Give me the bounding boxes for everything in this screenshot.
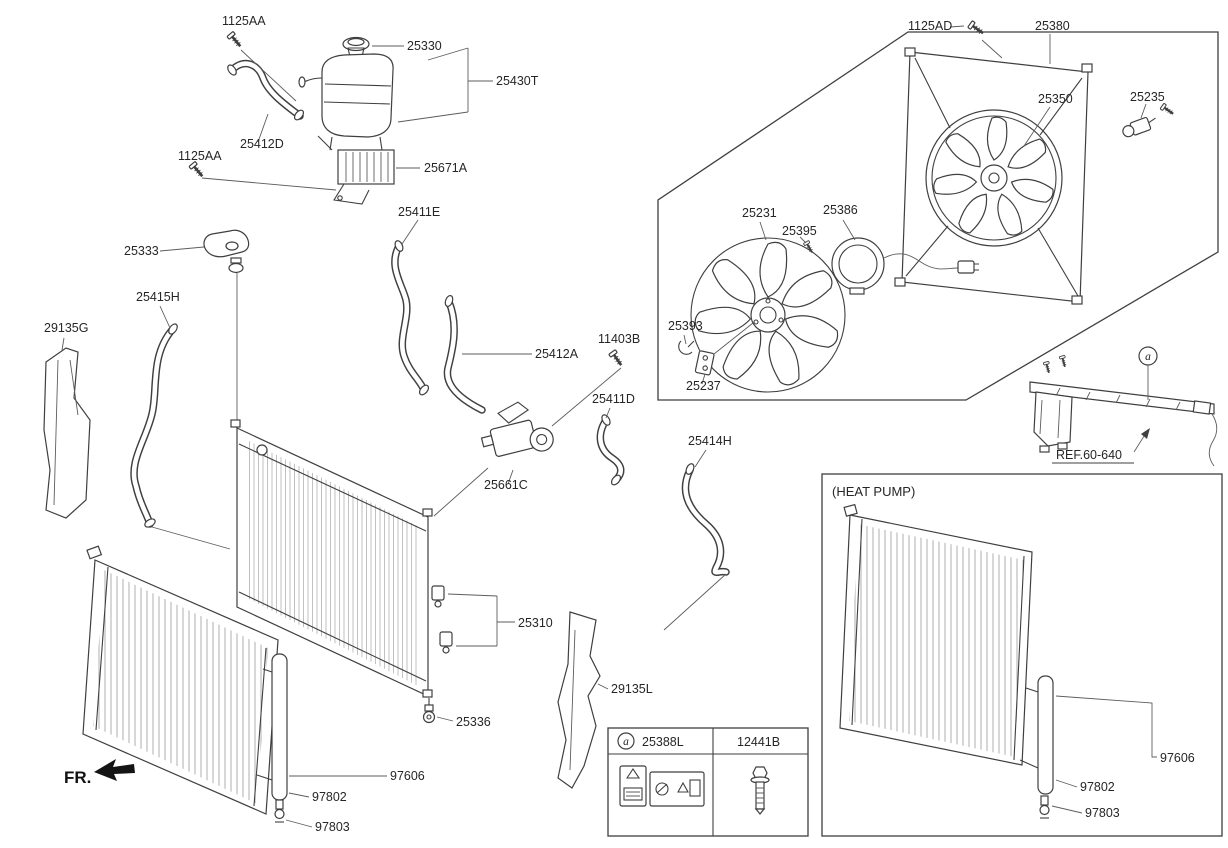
hp-receiver-drier-97802-drawing bbox=[1019, 675, 1054, 795]
part-label-25412D: 25412D bbox=[240, 137, 284, 151]
ref-60-640-text[interactable]: REF.60-640 bbox=[1056, 448, 1122, 462]
bolt-1125AA-second-icon bbox=[187, 160, 207, 181]
part-label-25430T: 25430T bbox=[496, 74, 539, 88]
reservoir-tank-assembly bbox=[298, 36, 394, 151]
hose-25412A-drawing bbox=[443, 295, 486, 414]
part-label-hp-97802: 97802 bbox=[1080, 780, 1115, 794]
part-label-25336: 25336 bbox=[456, 715, 491, 729]
flange-bolt-icon bbox=[750, 766, 770, 815]
leader-11403B bbox=[551, 367, 622, 427]
part-label-hp-97606: 97606 bbox=[1160, 751, 1195, 765]
table-col1-header: 25388L bbox=[642, 735, 684, 749]
part-label-25393: 25393 bbox=[668, 319, 703, 333]
bracket-25333-drawing bbox=[203, 229, 250, 426]
hose-25411D-drawing bbox=[596, 414, 625, 486]
heat-pump-label: (HEAT PUMP) bbox=[832, 484, 915, 499]
bolt-1125AD-icon bbox=[966, 19, 987, 38]
spec-label-icon bbox=[649, 771, 705, 807]
part-label-25411D: 25411D bbox=[592, 392, 635, 406]
part-label-25237: 25237 bbox=[686, 379, 721, 393]
hp-service-valve-97803-drawing bbox=[1039, 795, 1050, 819]
part-label-25411E: 25411E bbox=[398, 205, 440, 219]
fan-assembly-box bbox=[657, 31, 1219, 401]
part-label-25310: 25310 bbox=[518, 616, 553, 630]
part-label-1125AA-second: 1125AA bbox=[178, 149, 222, 163]
part-label-29135L: 29135L bbox=[611, 682, 653, 696]
caution-label-icon bbox=[619, 765, 647, 807]
heat-pump-box bbox=[821, 473, 1223, 837]
carrier-assembly-drawing bbox=[1029, 354, 1218, 467]
part-label-25671A: 25671A bbox=[424, 161, 468, 175]
part-label-97803: 97803 bbox=[315, 820, 350, 834]
hardware-table bbox=[607, 727, 809, 837]
condenser-97606-drawing bbox=[82, 526, 279, 815]
part-label-25386: 25386 bbox=[823, 203, 858, 217]
part-label-25333: 25333 bbox=[124, 244, 159, 258]
bracket-25237-drawing bbox=[694, 322, 754, 376]
part-label-11403B: 11403B bbox=[598, 332, 640, 346]
part-label-25415H: 25415H bbox=[136, 290, 180, 304]
part-label-hp-97803: 97803 bbox=[1085, 806, 1120, 820]
sensor-25235-drawing bbox=[1122, 102, 1177, 138]
part-label-25235: 25235 bbox=[1130, 90, 1165, 104]
radiator-25310-drawing bbox=[230, 419, 453, 698]
valve-25661C-drawing bbox=[433, 401, 554, 517]
leader-1125AA-second bbox=[201, 177, 337, 191]
part-label-97606: 97606 bbox=[390, 769, 425, 783]
hose-25412D-drawing bbox=[227, 59, 305, 121]
fan-motor-assembly-25350-drawing bbox=[931, 115, 1057, 241]
part-label-1125AA-top: 1125AA bbox=[222, 14, 266, 28]
table-col2-header: 12441B bbox=[737, 735, 780, 749]
drain-plug-25336-drawing bbox=[422, 698, 436, 724]
fan-blade-25231-drawing bbox=[690, 237, 846, 393]
bolt-11403B-icon bbox=[607, 348, 626, 369]
hp-condenser-97606-drawing bbox=[839, 503, 1033, 766]
part-label-1125AD: 1125AD bbox=[908, 19, 952, 33]
clip-25393-drawing bbox=[678, 340, 695, 355]
bolt-1125AA-top-icon bbox=[225, 30, 245, 51]
hose-25415H-drawing bbox=[130, 323, 178, 528]
leader-1125AD bbox=[981, 39, 1003, 59]
air-guide-25671A-drawing bbox=[317, 135, 395, 205]
callout-a-marker bbox=[1138, 346, 1158, 400]
part-label-97802: 97802 bbox=[312, 790, 347, 804]
ref-60-640-link[interactable] bbox=[1052, 428, 1150, 464]
fan-motor-25386-drawing bbox=[831, 237, 979, 295]
hose-25414H-drawing bbox=[663, 463, 730, 631]
part-label-25380: 25380 bbox=[1035, 19, 1070, 33]
leader-1125AA-top bbox=[240, 49, 297, 102]
part-label-25412A: 25412A bbox=[535, 347, 579, 361]
leader-lines bbox=[61, 25, 1157, 828]
part-label-25395: 25395 bbox=[782, 224, 817, 238]
part-label-25350: 25350 bbox=[1038, 92, 1073, 106]
part-label-25330: 25330 bbox=[407, 39, 442, 53]
part-label-25231: 25231 bbox=[742, 206, 777, 220]
air-guard-29135L-drawing bbox=[557, 611, 601, 789]
callout-a-text: a bbox=[1145, 351, 1151, 363]
hose-25411E-drawing bbox=[391, 240, 430, 396]
part-label-25414H: 25414H bbox=[688, 434, 732, 448]
table-callout-a-text: a bbox=[623, 736, 629, 748]
part-label-25661C: 25661C bbox=[484, 478, 528, 492]
service-valve-97803-drawing bbox=[274, 799, 285, 823]
fr-direction-marker bbox=[94, 759, 135, 781]
air-guard-29135G-drawing bbox=[43, 347, 91, 519]
fr-label: FR. bbox=[64, 768, 91, 787]
part-label-29135G: 29135G bbox=[44, 321, 88, 335]
